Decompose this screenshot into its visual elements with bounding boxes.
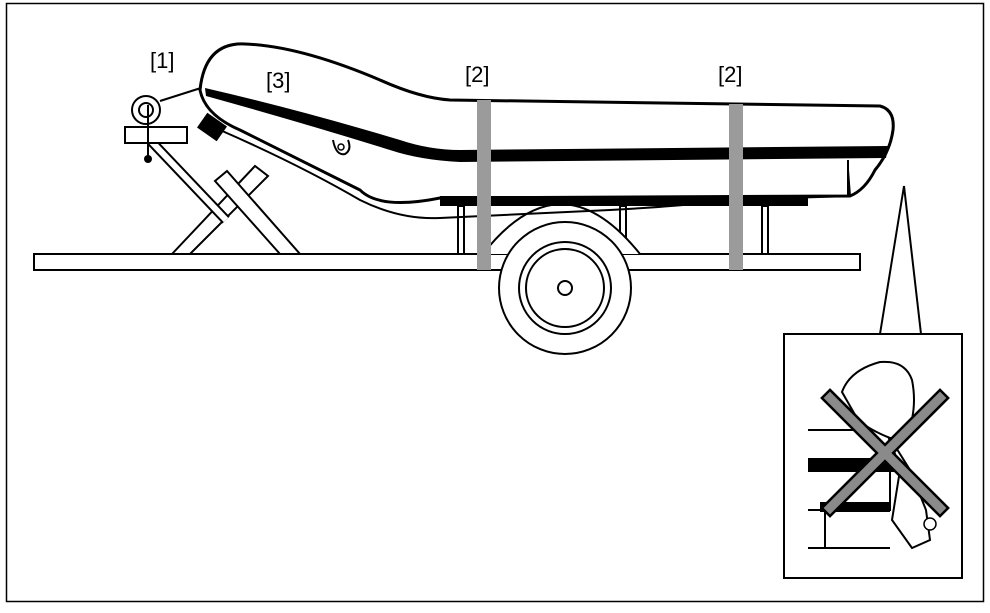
trailer-wheel: [498, 221, 632, 355]
label-strap-front: [2]: [465, 62, 489, 87]
trailer-frame: [33, 253, 861, 271]
strap-front: [477, 100, 491, 270]
inflatable-boat: [197, 42, 895, 220]
diagram-border: [5, 2, 985, 603]
bow-stand: [124, 126, 303, 255]
label-winch: [1]: [150, 48, 174, 73]
inset-panel: [783, 333, 963, 579]
label-strap-rear: [2]: [718, 62, 742, 87]
strap-rear: [729, 104, 743, 270]
label-bow-tube: [3]: [266, 68, 290, 93]
inset-callout: [879, 185, 922, 335]
winch: [131, 86, 205, 163]
